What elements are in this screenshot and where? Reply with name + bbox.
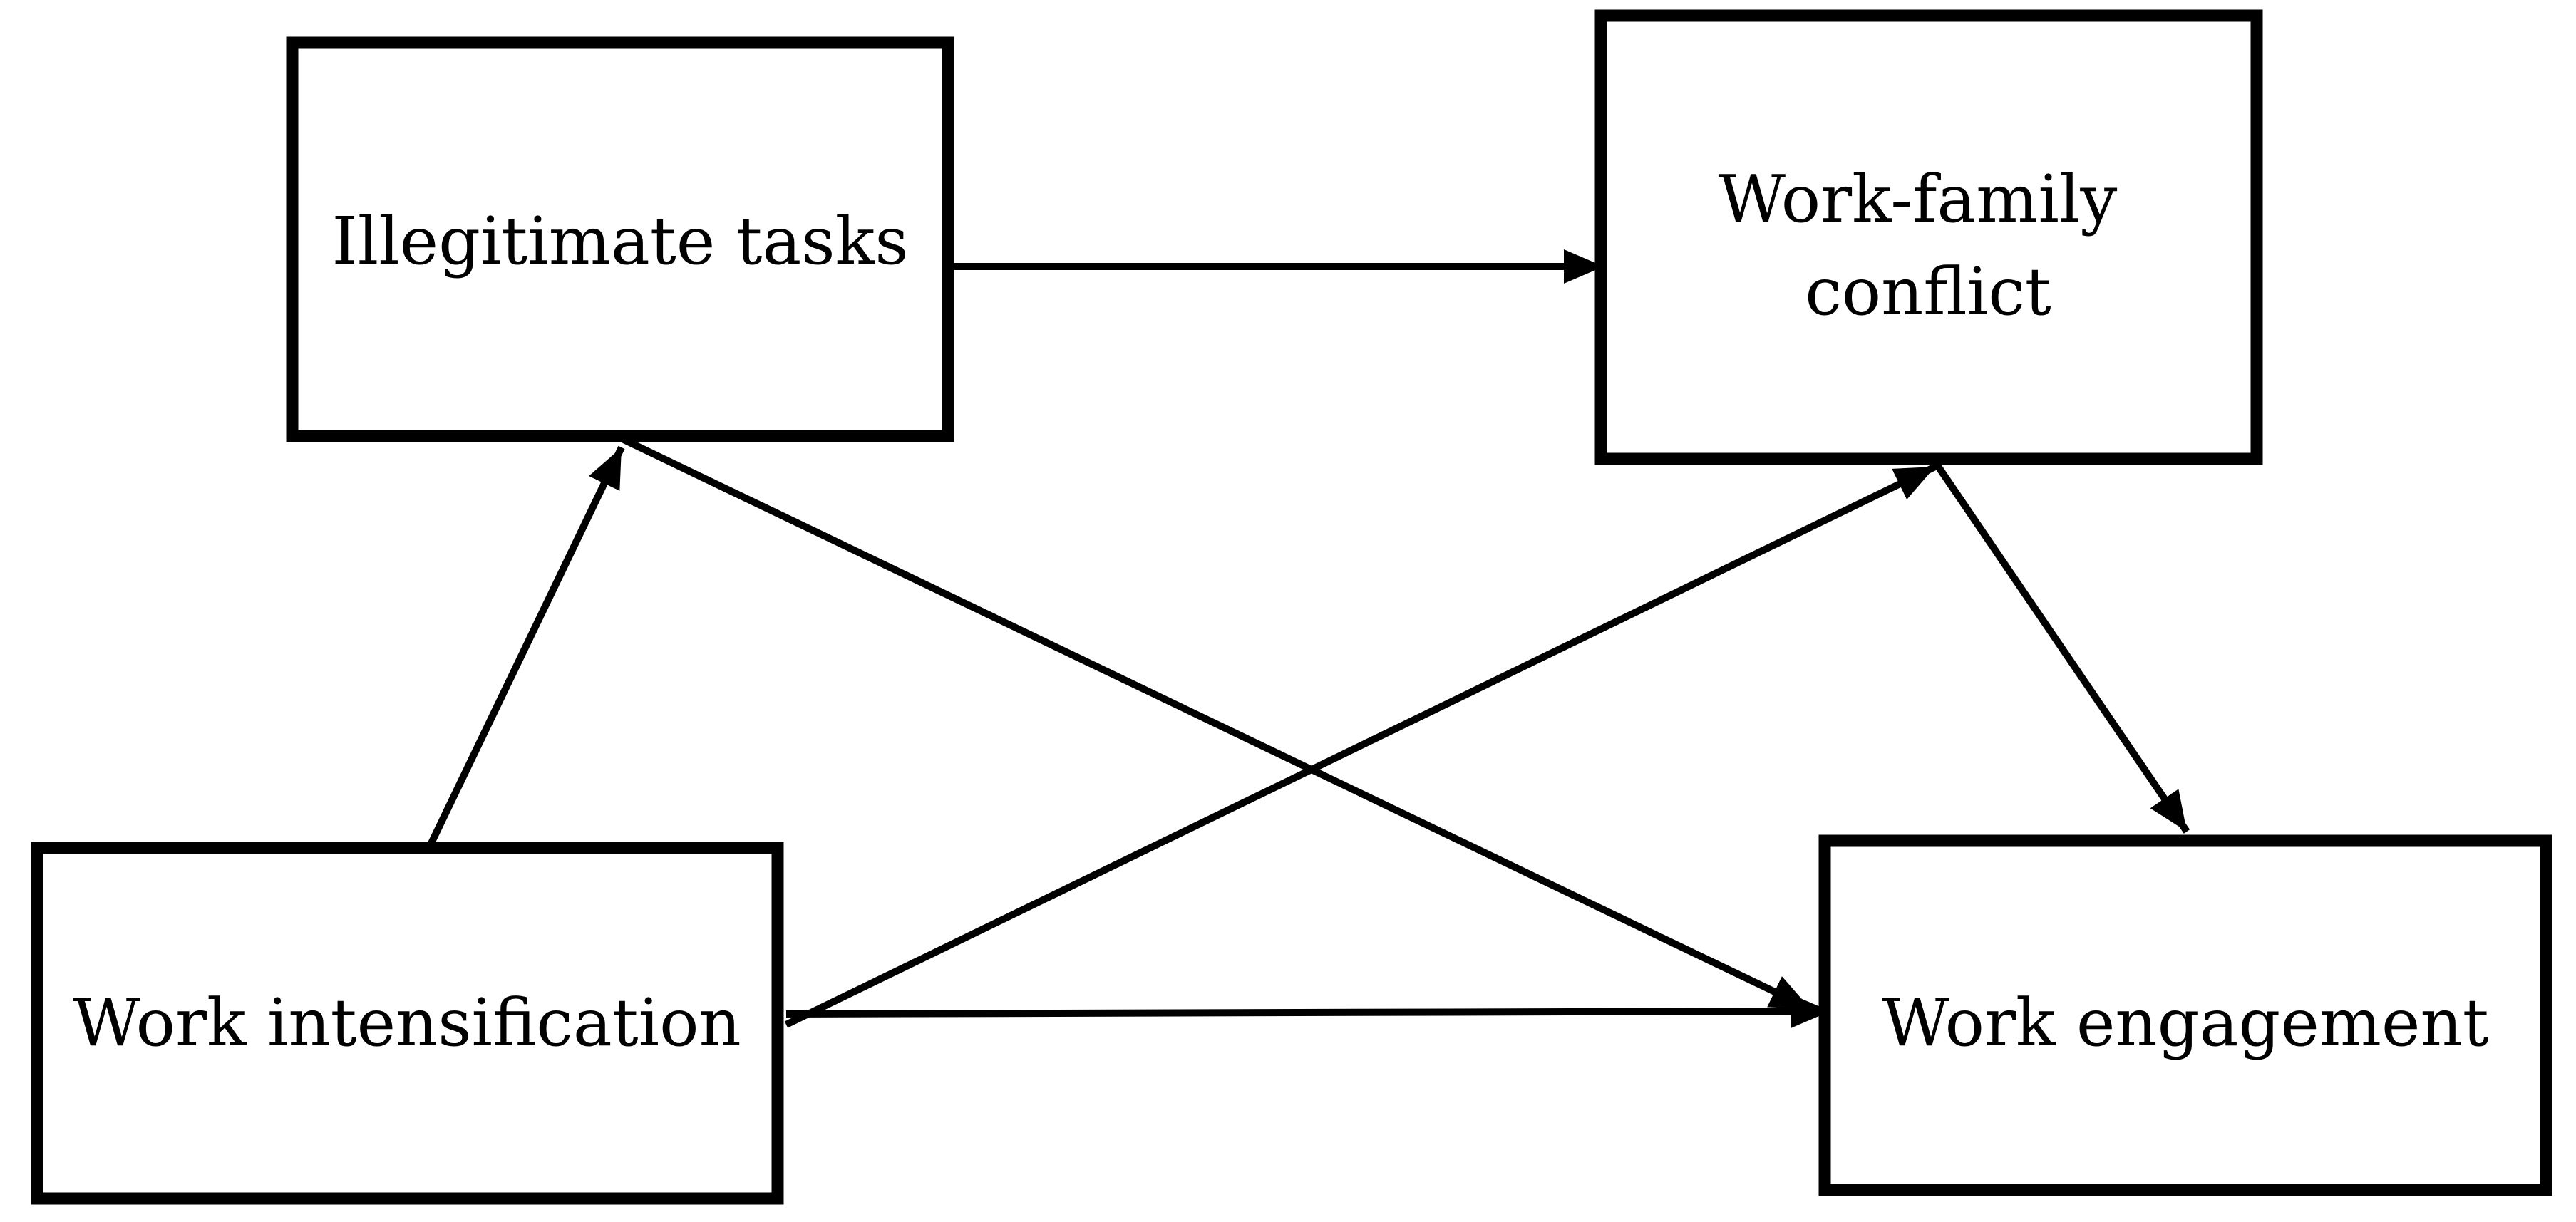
node-label: Work-family conflict [1718,161,2138,330]
arrow-conflict-to-engagement [1932,461,2190,834]
node-label-line: Work intensification [73,985,741,1061]
node-label-line: Illegitimate tasks [331,203,908,279]
node-box [1594,9,2263,465]
edges [422,249,2190,1029]
node-label-line: Work-family [1718,161,2117,237]
node-work-engagement: Work engagement [1818,834,2552,1196]
node-work-family-conflict: Work-family conflict [1594,9,2263,465]
node-label: Work intensification [73,985,741,1061]
node-illegitimate-tasks: Illegitimate tasks [286,36,954,442]
arrow-intensification-to-conflict [784,463,1937,1028]
node-label: Illegitimate tasks [331,203,908,279]
node-label: Work engagement [1882,985,2488,1061]
arrow-intensification-to-illegitimate [422,445,625,857]
node-box [286,36,954,442]
arrow-illegitimate-to-engagement [622,436,1813,1013]
arrow-intensification-to-engagement [785,994,1831,1029]
node-label-line: Work engagement [1882,985,2488,1061]
node-box [31,842,784,1205]
node-work-intensification: Work intensification [31,842,784,1205]
node-label-line: conflict [1805,254,2051,330]
node-box [1818,834,2552,1196]
